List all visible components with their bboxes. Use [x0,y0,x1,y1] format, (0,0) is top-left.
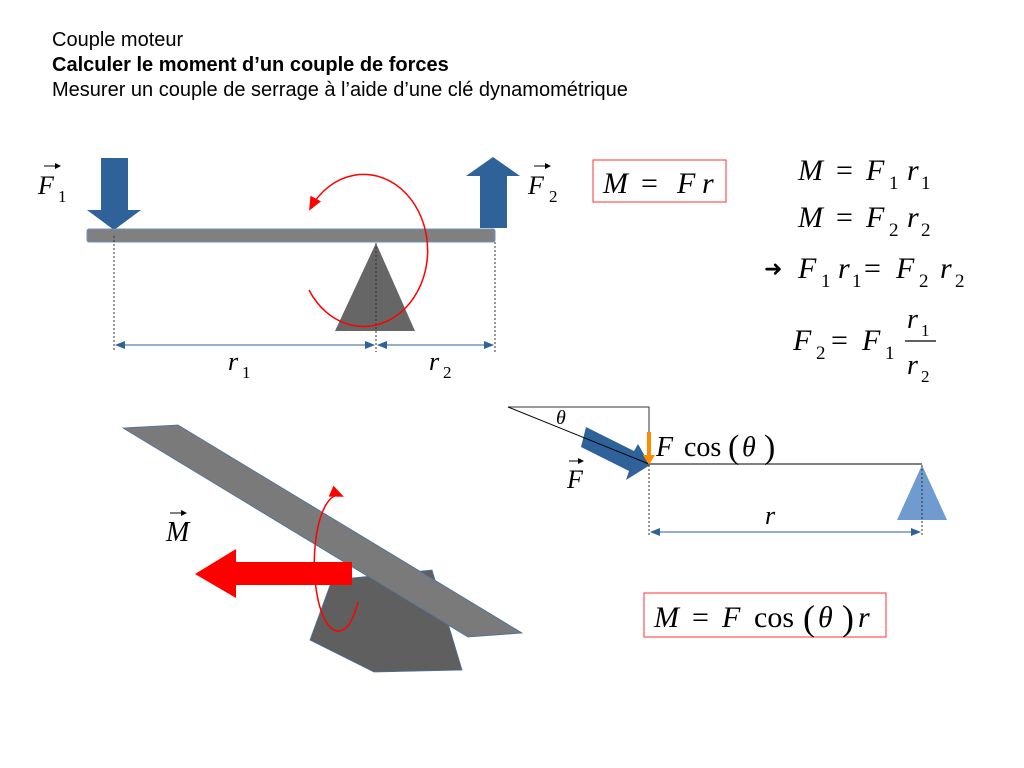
math-symbol: F [566,465,584,494]
moment-rotation-arrow [313,485,359,632]
math-symbol: 2 [443,363,452,382]
formula-box-moment: M = F r [592,159,727,203]
math-symbol: F [527,171,545,200]
math-symbol: F [721,601,741,634]
math-symbol: θ [818,601,833,634]
math-symbol: F [797,252,817,285]
math-symbol: ) [842,598,854,638]
force1-arrow [87,158,141,230]
math-symbol: r [907,350,918,381]
force2-label: F 2 [527,163,558,206]
math-symbol: 2 [955,271,965,292]
math-symbol: = [836,154,853,187]
math-symbol: 1 [921,173,931,194]
r1-label: r 1 [228,347,251,382]
fulcrum-triangle [335,243,415,331]
math-symbol: 2 [921,367,930,386]
math-symbol: cos [754,601,794,634]
math-symbol: r [940,252,952,285]
rotation-arrow [308,173,429,328]
math-symbol: = [836,201,853,234]
math-symbol: F [37,171,55,200]
formula-moment1: M = F 1 r 1 [797,154,931,194]
pivot-triangle [897,465,947,520]
math-symbol: 2 [921,220,931,241]
formula-moment2: M = F 2 r 2 [797,201,931,241]
lever-bar [86,228,496,243]
moment-label: M [165,510,191,548]
math-symbol: F [865,154,885,187]
math-symbol: F [861,324,881,357]
math-symbol: r [429,347,440,376]
r-label: r [765,501,776,530]
math-symbol: r [838,252,850,285]
force-arrow-angled [581,427,650,480]
math-symbol: F [655,432,674,463]
math-symbol: F [792,324,812,357]
math-symbol: 1 [242,363,251,382]
r2-label: r 2 [429,347,452,382]
angle-diagram: θ F F cos ( θ ) r [507,406,947,536]
formula-box-moment-angle: M = F cos ( θ ) r [643,592,887,638]
math-symbol: 1 [58,187,67,206]
math-symbol: r [858,601,870,634]
formula-solution: F 2 = F 1 r 1 r 2 [792,304,936,386]
math-symbol: r [907,201,919,234]
math-symbol: r [228,347,239,376]
lever-diagram: F 1 F 2 r 1 r 2 [37,157,558,382]
cos-component-arrow [643,432,655,465]
math-symbol: r [702,167,714,200]
math-symbol: 2 [816,343,826,364]
math-symbol: = [641,167,658,200]
math-symbol: ) [764,429,775,466]
math-symbol: 1 [821,271,831,292]
math-symbol: ( [728,429,739,466]
math-symbol: M [653,601,681,634]
moment-3d-diagram: M [121,424,524,673]
math-symbol: ( [803,598,815,638]
math-symbol: M [797,201,825,234]
theta-label: θ [556,407,566,429]
slide-subtitle: Mesurer un couple de serrage à l’aide d’… [52,79,628,101]
math-symbol: = [831,324,848,357]
subtitle-couple-moteur: Couple moteur [52,29,184,51]
force2-arrow [466,157,520,228]
math-symbol: cos [684,432,721,463]
math-symbol: = [692,601,709,634]
math-symbol: = [864,252,881,285]
dimension-guides [113,236,496,352]
slide-title: Calculer le moment d’un couple de forces [52,54,449,76]
math-symbol: F [676,167,696,200]
tilted-lever [121,424,524,638]
math-symbol: M [797,154,825,187]
cos-component-label: F cos ( θ ) [655,429,775,466]
math-symbol: F [865,201,885,234]
math-symbol: 1 [921,321,930,340]
math-symbol: ➜ [764,256,782,281]
math-symbol: r [907,304,918,335]
math-symbol: 1 [885,343,895,364]
math-symbol: 2 [889,220,899,241]
force1-label: F 1 [37,163,67,206]
math-symbol: r [907,154,919,187]
math-symbol: 1 [852,271,862,292]
math-symbol: M [165,517,191,548]
math-symbol: M [602,167,630,200]
moment-vector-arrow [195,549,352,598]
force-label: F [566,458,584,494]
math-symbol: 1 [889,173,899,194]
math-symbol: 2 [549,187,558,206]
math-symbol: 2 [919,271,929,292]
formula-equilibrium: ➜ F 1 r 1 = F 2 r 2 [764,252,965,292]
math-symbol: F [895,252,915,285]
math-symbol: θ [742,432,756,463]
